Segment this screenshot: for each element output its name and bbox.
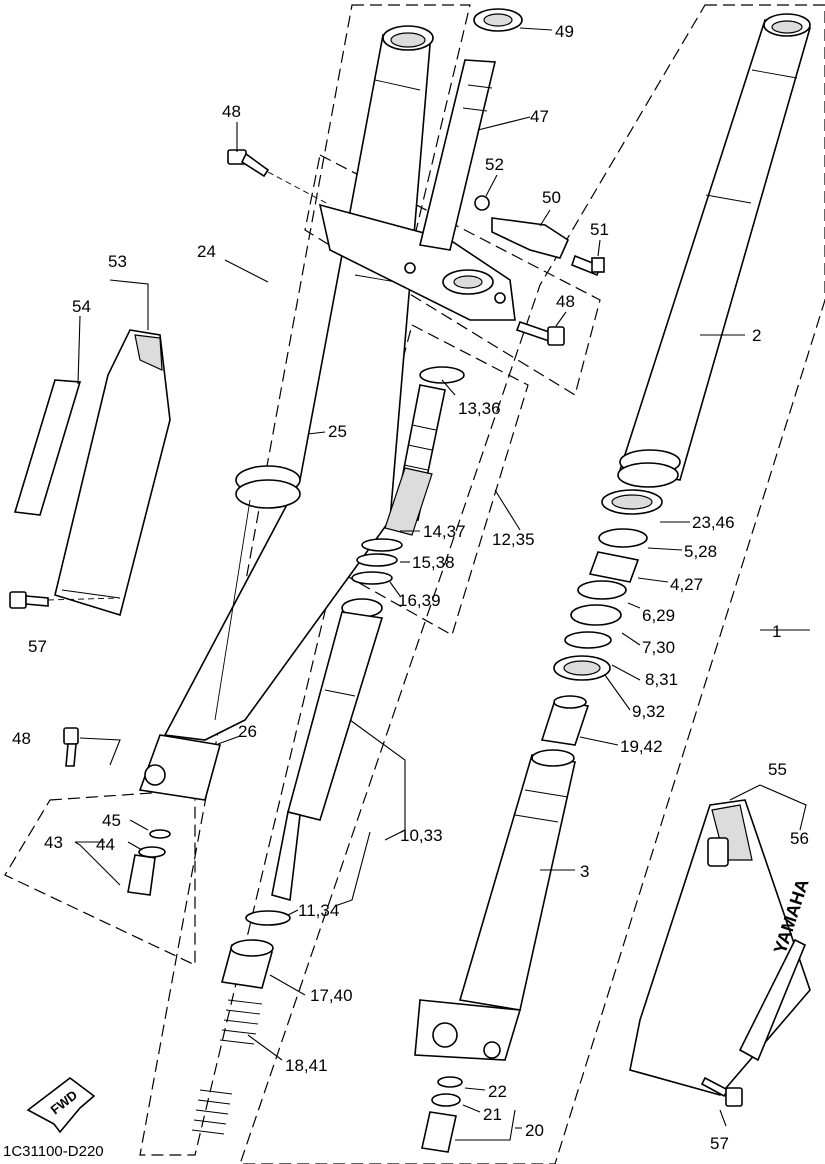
callout-53: 53 <box>108 252 127 271</box>
brake-hose-holder <box>474 195 605 277</box>
callout-19-42: 19,42 <box>620 737 663 756</box>
bushing <box>540 695 590 746</box>
callout-48-left: 48 <box>12 729 31 748</box>
right-fork-guard <box>629 799 811 1096</box>
callout-1: 1 <box>772 622 781 641</box>
callout-22: 22 <box>488 1082 507 1101</box>
bolt-48-left <box>63 727 79 767</box>
bolt-57-right <box>700 1076 743 1107</box>
callout-8-31: 8,31 <box>645 670 678 689</box>
callout-56: 56 <box>790 829 809 848</box>
damper-rod <box>245 598 384 926</box>
callout-48-mid: 48 <box>556 292 575 311</box>
callout-12-35: 12,35 <box>492 530 535 549</box>
callout-24: 24 <box>197 242 216 261</box>
inner-tube <box>414 749 576 1061</box>
callout-57-right: 57 <box>710 1134 729 1153</box>
callout-11-34: 11,34 <box>298 901 339 920</box>
top-seal <box>473 8 523 32</box>
bolt-48-top <box>227 149 270 178</box>
diagram-code: 1C31100-D220 <box>3 1143 104 1160</box>
left-fork-guard <box>13 329 171 617</box>
right-fork-group-outline <box>239 4 825 1164</box>
callout-13-36: 13,36 <box>458 399 501 418</box>
outer-tube-right <box>617 13 812 488</box>
bolt-48-mid <box>515 320 565 346</box>
callout-49: 49 <box>555 22 574 41</box>
callout-57-left: 57 <box>28 637 47 656</box>
bolt-57-left <box>9 591 49 609</box>
callout-54: 54 <box>72 297 91 316</box>
callout-47: 47 <box>530 107 549 126</box>
callout-26: 26 <box>238 722 257 741</box>
callout-44: 44 <box>96 835 115 854</box>
callout-43: 43 <box>44 833 63 852</box>
spring-and-seat <box>191 939 274 1135</box>
callout-48-top: 48 <box>222 102 241 121</box>
callout-15-38: 15,38 <box>412 553 455 572</box>
callout-52: 52 <box>485 155 504 174</box>
callout-3: 3 <box>580 862 589 881</box>
left-fork-group-outline <box>139 4 471 1156</box>
callout-9-32: 9,32 <box>632 702 665 721</box>
outer-tube-left <box>163 25 434 741</box>
callout-23-46: 23,46 <box>692 513 735 532</box>
leader-lines <box>74 27 810 1141</box>
callout-7-30: 7,30 <box>642 638 675 657</box>
callout-labels: 49 47 48 52 50 51 48 24 53 54 2 13,36 25… <box>12 22 809 1153</box>
callout-21: 21 <box>483 1105 502 1124</box>
left-axle-holder <box>127 734 222 896</box>
callout-17-40: 17,40 <box>310 986 353 1005</box>
callout-16-39: 16,39 <box>398 591 441 610</box>
callout-25: 25 <box>328 422 347 441</box>
callout-10-33: 10,33 <box>400 826 443 845</box>
callout-5-28: 5,28 <box>684 542 717 561</box>
callout-4-27: 4,27 <box>670 575 703 594</box>
callout-45: 45 <box>102 811 121 830</box>
callout-55: 55 <box>768 760 787 779</box>
cartridge-assembly <box>351 366 465 585</box>
bottom-bolt <box>421 1076 463 1153</box>
steering-stem-bracket <box>318 59 516 321</box>
callout-50: 50 <box>542 188 561 207</box>
callout-18-41: 18,41 <box>285 1056 328 1075</box>
callout-20: 20 <box>525 1121 544 1140</box>
callout-14-37: 14,37 <box>423 522 466 541</box>
seal-stack <box>553 489 663 681</box>
fwd-arrow <box>26 1076 96 1134</box>
callout-2: 2 <box>752 326 761 345</box>
callout-6-29: 6,29 <box>642 606 675 625</box>
axle-holder-group-outline <box>4 789 196 966</box>
callout-51: 51 <box>590 220 609 239</box>
